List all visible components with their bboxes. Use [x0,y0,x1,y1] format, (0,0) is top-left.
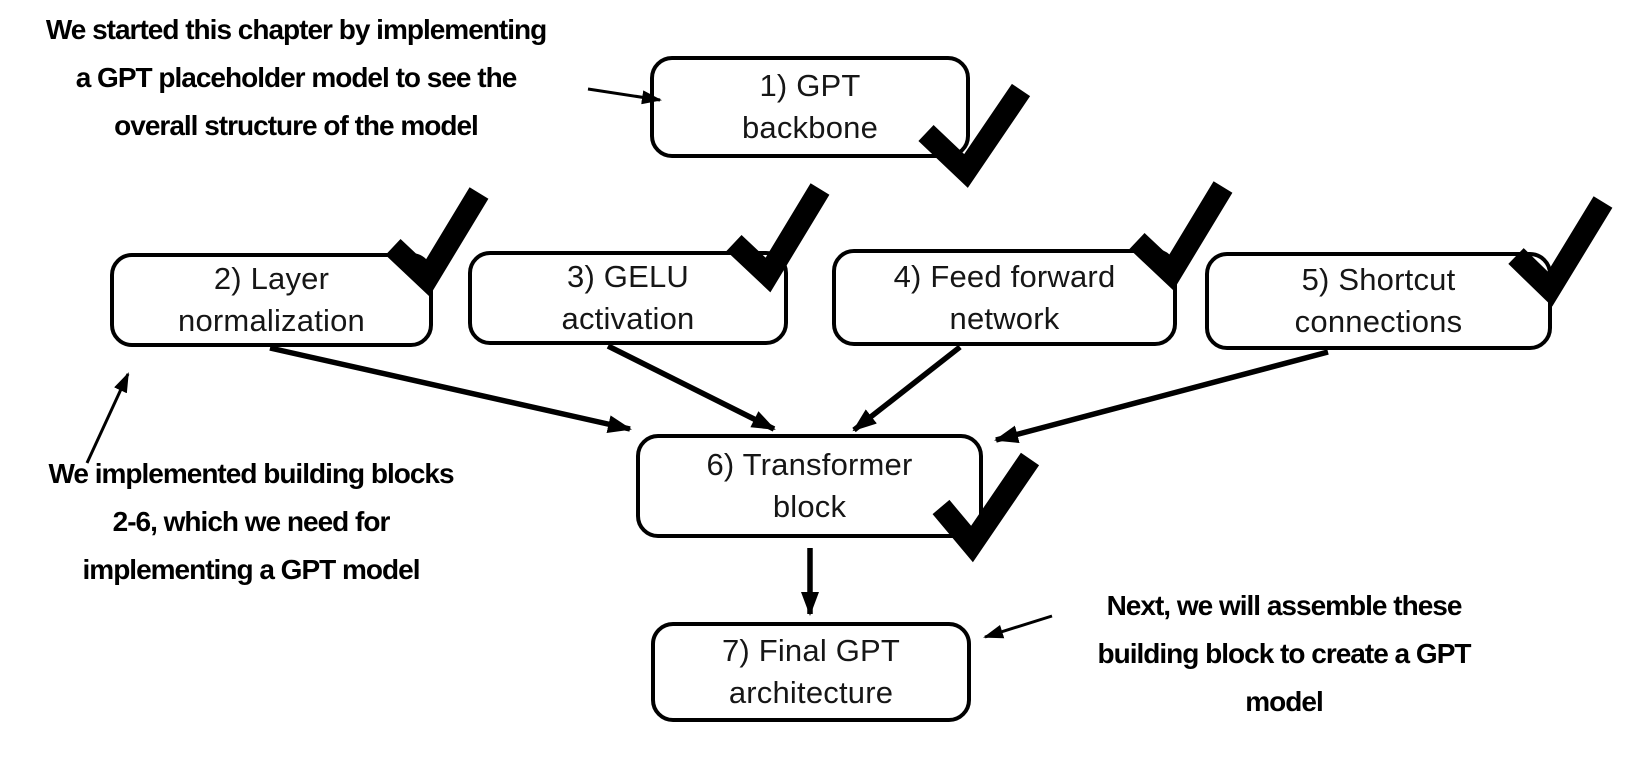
node-feed-forward-network: 4) Feed forward network [832,249,1177,346]
annotation-line: 2-6, which we need for [112,506,391,537]
annotation-line: We implemented building blocks [48,458,454,489]
annotation-middle-left: We implemented building blocks 2-6, whic… [16,450,486,594]
arrow-layer-normalization-to-transformer-block [269,345,632,433]
node-label: network [949,300,1060,336]
node-transformer-block: 6) Transformer block [636,434,983,538]
node-label: activation [561,301,695,336]
arrow-annotation-to-final-gpt-architecture [983,614,1053,639]
node-shortcut-connections: 5) Shortcut connections [1205,252,1552,350]
annotation-line: a GPT placeholder model to see the [75,62,518,93]
node-gelu-activation: 3) GELU activation [468,251,788,345]
node-label: normalization [178,303,365,338]
node-label: 6) Transformer [706,447,913,482]
annotation-top-left: We started this chapter by implementing … [6,6,586,150]
annotation-line: We started this chapter by implementing [45,14,547,45]
annotation-line: model [1245,686,1323,717]
annotation-line: Next, we will assemble these [1106,590,1463,621]
node-gpt-backbone: 1) GPT backbone [650,56,970,158]
node-label: architecture [728,675,894,710]
arrow-gelu-activation-to-transformer-block [606,343,776,432]
node-label: 3) GELU [567,259,689,294]
annotation-line: building block to create a GPT [1097,638,1472,669]
arrow-feed-forward-network-to-transformer-block [852,344,962,433]
annotation-line: implementing a GPT model [82,554,421,585]
node-label: 5) Shortcut [1301,262,1456,297]
node-label: backbone [741,110,879,145]
annotation-bottom-right: Next, we will assemble these building bl… [1064,582,1504,726]
node-label: connections [1294,304,1463,339]
arrow-shortcut-connections-to-transformer-block [994,349,1329,444]
annotation-line: overall structure of the model [114,110,479,141]
node-label: 7) Final GPT [721,633,901,668]
node-label: 4) Feed forward [893,258,1116,294]
node-final-gpt-architecture: 7) Final GPT architecture [651,622,971,722]
node-label: block [772,489,847,524]
node-layer-normalization: 2) Layer normalization [110,253,433,347]
node-label: 2) Layer [213,261,330,296]
node-label: 1) GPT [759,68,861,103]
